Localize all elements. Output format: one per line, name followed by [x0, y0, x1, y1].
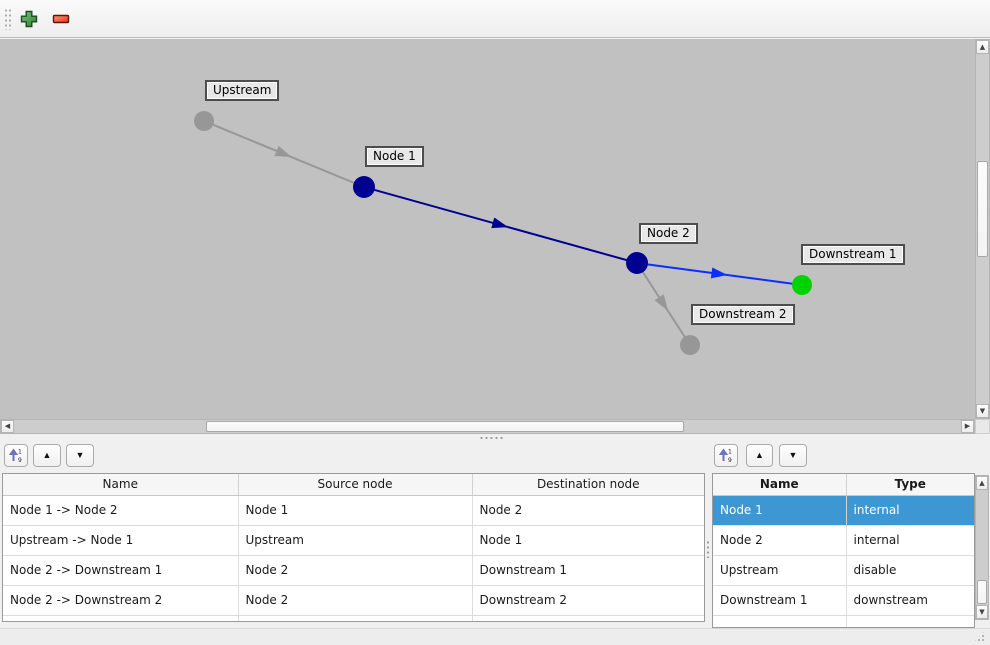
table-cell: Node 2 — [713, 525, 847, 556]
vertical-splitter[interactable] — [705, 442, 711, 628]
horizontal-scrollbar-thumb[interactable] — [206, 421, 684, 432]
sort-ascending-icon: 1 9 — [719, 448, 732, 463]
table-cell: Downstream 2 — [472, 585, 704, 616]
table-cell: Node 1 — [472, 525, 704, 556]
minus-icon — [52, 14, 70, 24]
table-cell: internal — [846, 495, 974, 526]
svg-text:9: 9 — [18, 457, 22, 463]
scroll-right-icon[interactable]: ▶ — [961, 420, 974, 433]
graph-node[interactable] — [680, 335, 700, 355]
column-header[interactable]: Name — [3, 474, 239, 496]
table-cell: downstream — [846, 585, 974, 616]
graph-node-label[interactable]: Downstream 2 — [691, 304, 795, 325]
table-cell: Downstream 1 — [713, 585, 847, 616]
status-bar — [0, 628, 990, 645]
scroll-up-icon[interactable]: ▲ — [976, 476, 988, 490]
table-cell: Downstream 1 — [472, 555, 704, 586]
nodes-table-scrollbar[interactable]: ▲ ▼ — [975, 475, 989, 620]
scroll-up-icon[interactable]: ▲ — [976, 40, 989, 54]
triangle-down-icon: ▼ — [788, 450, 798, 460]
table-cell: internal — [846, 525, 974, 556]
plus-icon — [20, 10, 38, 28]
splitter-grip-icon — [479, 436, 505, 440]
graph-edge-arrow-icon — [274, 145, 292, 158]
sort-ascending-icon: 1 9 — [9, 448, 22, 463]
graph-node[interactable] — [792, 275, 812, 295]
graph-node-label[interactable]: Node 1 — [365, 146, 424, 167]
canvas-vertical-scrollbar[interactable]: ▲ ▼ — [975, 39, 990, 419]
column-header[interactable]: Name — [713, 474, 847, 496]
table-cell: Node 2 — [238, 585, 473, 616]
graph-node-label[interactable]: Upstream — [205, 80, 280, 101]
nodes-move-up-button[interactable]: ▲ — [746, 444, 773, 467]
vertical-scrollbar-thumb[interactable] — [977, 161, 988, 257]
table-cell: Node 1 -> Node 2 — [3, 495, 239, 526]
nodes-move-down-button[interactable]: ▼ — [779, 444, 807, 467]
triangle-up-icon: ▲ — [42, 450, 52, 460]
svg-text:1: 1 — [728, 449, 732, 456]
scroll-down-icon[interactable]: ▼ — [976, 404, 989, 418]
scroll-left-icon[interactable]: ◀ — [1, 420, 14, 433]
toolbar-drag-handle[interactable] — [4, 8, 12, 30]
graph-edge-arrow-icon — [710, 267, 728, 279]
scrollbar-corner — [975, 419, 990, 434]
main-toolbar — [0, 0, 990, 38]
nodes-table-scrollbar-thumb[interactable] — [977, 580, 987, 604]
graph-svg — [194, 111, 812, 355]
nodes-sort-button[interactable]: 1 9 — [714, 444, 738, 467]
table-cell: Upstream — [238, 525, 473, 556]
graph-edge-arrow-icon — [491, 217, 509, 229]
column-header[interactable]: Destination node — [472, 474, 704, 496]
remove-button[interactable] — [49, 7, 73, 31]
table-cell: Upstream — [713, 555, 847, 586]
add-button[interactable] — [17, 7, 41, 31]
svg-text:1: 1 — [18, 449, 22, 456]
table-cell: Node 1 — [713, 495, 847, 526]
edges-sort-button[interactable]: 1 9 — [4, 444, 28, 467]
column-header[interactable]: Type — [846, 474, 974, 496]
splitter-grip-icon — [706, 540, 710, 558]
triangle-up-icon: ▲ — [755, 450, 764, 460]
graph-node-label[interactable]: Node 2 — [639, 223, 698, 244]
table-cell: Upstream -> Node 1 — [3, 525, 239, 556]
graph-node[interactable] — [626, 252, 648, 274]
table-cell: Node 1 — [238, 495, 473, 526]
svg-text:9: 9 — [728, 457, 732, 463]
resize-grip[interactable] — [973, 630, 986, 643]
graph-edge-arrow-icon — [654, 294, 668, 311]
empty-row — [713, 615, 974, 627]
column-header[interactable]: Source node — [238, 474, 473, 496]
scroll-down-icon[interactable]: ▼ — [976, 605, 988, 619]
table-cell: Node 2 — [238, 555, 473, 586]
horizontal-splitter[interactable] — [0, 434, 990, 442]
canvas-horizontal-scrollbar[interactable]: ◀ ▶ — [0, 419, 975, 434]
triangle-down-icon: ▼ — [75, 450, 85, 460]
empty-row — [3, 615, 704, 621]
table-cell: Node 2 -> Downstream 1 — [3, 555, 239, 586]
graph-node-label[interactable]: Downstream 1 — [801, 244, 905, 265]
table-cell: disable — [846, 555, 974, 586]
edges-move-up-button[interactable]: ▲ — [33, 444, 61, 467]
table-cell: Node 2 — [472, 495, 704, 526]
edges-move-down-button[interactable]: ▼ — [66, 444, 94, 467]
graph-node[interactable] — [194, 111, 214, 131]
table-cell: Node 2 -> Downstream 2 — [3, 585, 239, 616]
graph-node[interactable] — [353, 176, 375, 198]
